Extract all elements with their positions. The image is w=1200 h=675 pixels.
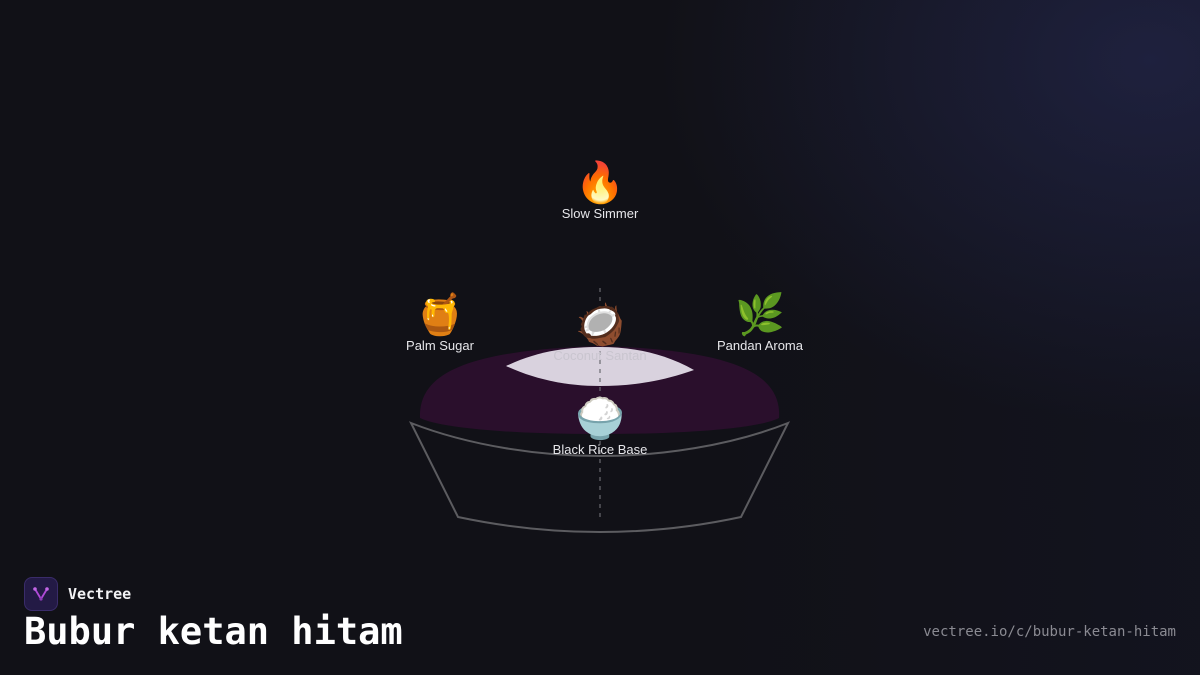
bowl-outline (408, 421, 791, 534)
herb-icon: 🌿 (735, 292, 785, 338)
node-pandan-aroma: 🌿 Pandan Aroma (680, 292, 840, 354)
page-title: Bubur ketan hitam (24, 610, 403, 653)
fire-icon: 🔥 (575, 160, 625, 206)
node-palm-sugar: 🍯 Palm Sugar (360, 292, 520, 354)
node-coconut-santan: 🥥 Coconut Santan (520, 302, 680, 364)
coconut-icon: 🥥 (575, 302, 625, 348)
palm-sugar-label: Palm Sugar (406, 338, 474, 353)
pandan-aroma-label: Pandan Aroma (716, 338, 803, 353)
node-slow-simmer: 🔥 Slow Simmer (520, 160, 680, 222)
slow-simmer-label: Slow Simmer (561, 206, 639, 221)
honey-pot-icon: 🍯 (415, 292, 465, 338)
brand-name: Vectree (68, 585, 132, 603)
santan-swirl (506, 347, 694, 386)
brand: Vectree (24, 577, 131, 611)
rice-bowl-icon: 🍚 (575, 396, 625, 442)
vectree-logo-icon (24, 577, 58, 611)
page-url: vectree.io/c/bubur-ketan-hitam (923, 624, 1176, 640)
coconut-santan-label: Coconut Santan (553, 348, 647, 363)
black-rice-base-label: Black Rice Base (552, 442, 648, 457)
node-black-rice-base: 🍚 Black Rice Base (520, 396, 680, 458)
